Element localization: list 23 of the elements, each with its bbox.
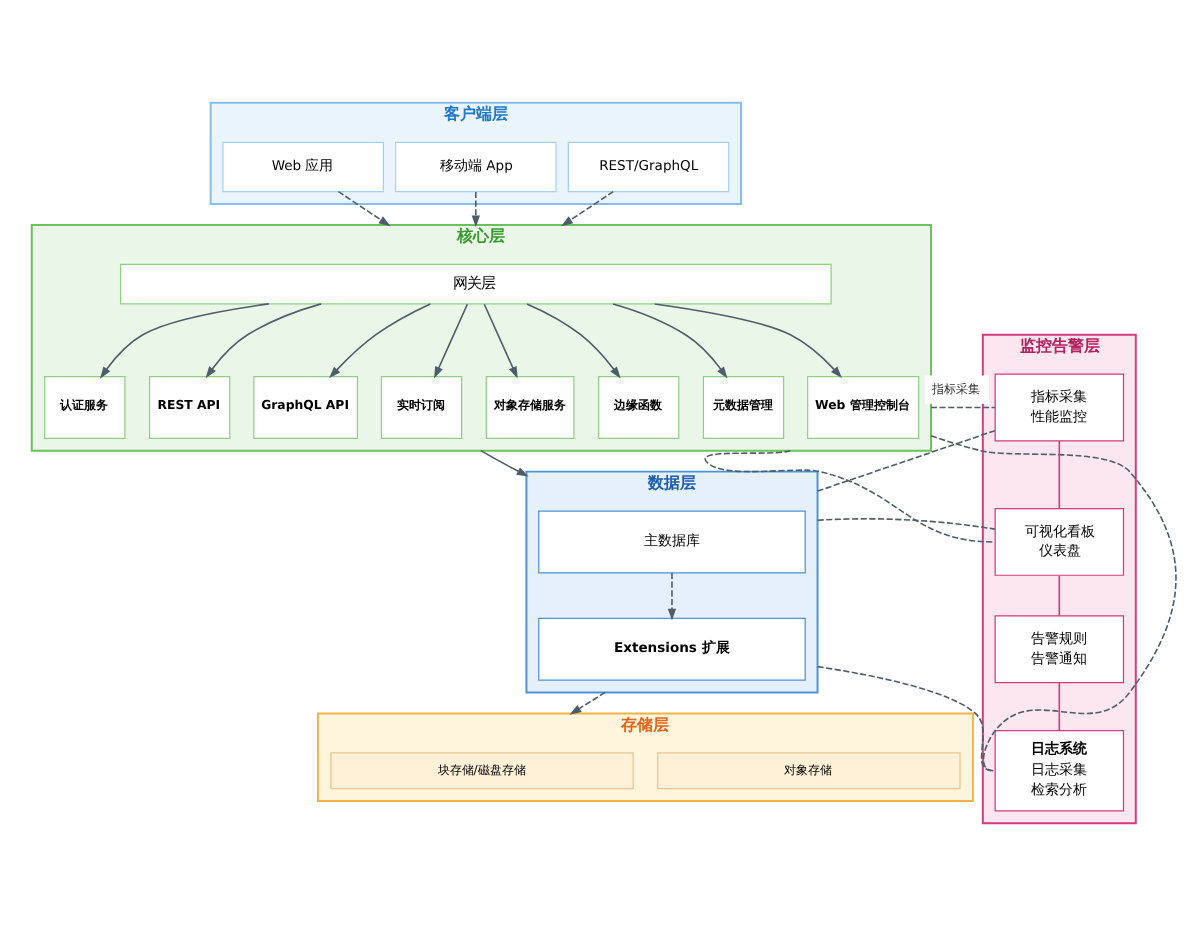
connector (1058, 681, 1061, 732)
connector (816, 429, 996, 492)
arrow (561, 190, 614, 227)
connector (816, 518, 996, 530)
arrow (471, 191, 480, 228)
arrow (100, 303, 270, 379)
connector (704, 449, 995, 543)
arrow (526, 303, 621, 379)
arrow (569, 691, 606, 715)
arrow (337, 190, 391, 227)
connector (816, 665, 995, 772)
arrow (205, 303, 322, 379)
arrow (612, 303, 728, 379)
arrow (653, 303, 843, 379)
arrow (479, 449, 529, 477)
arrow (329, 303, 432, 379)
connector (930, 406, 996, 409)
arrow (483, 303, 518, 379)
connector (1058, 575, 1061, 617)
connector (1058, 440, 1061, 510)
arrow (434, 303, 469, 379)
arrow (667, 572, 677, 621)
connector (930, 434, 1177, 772)
